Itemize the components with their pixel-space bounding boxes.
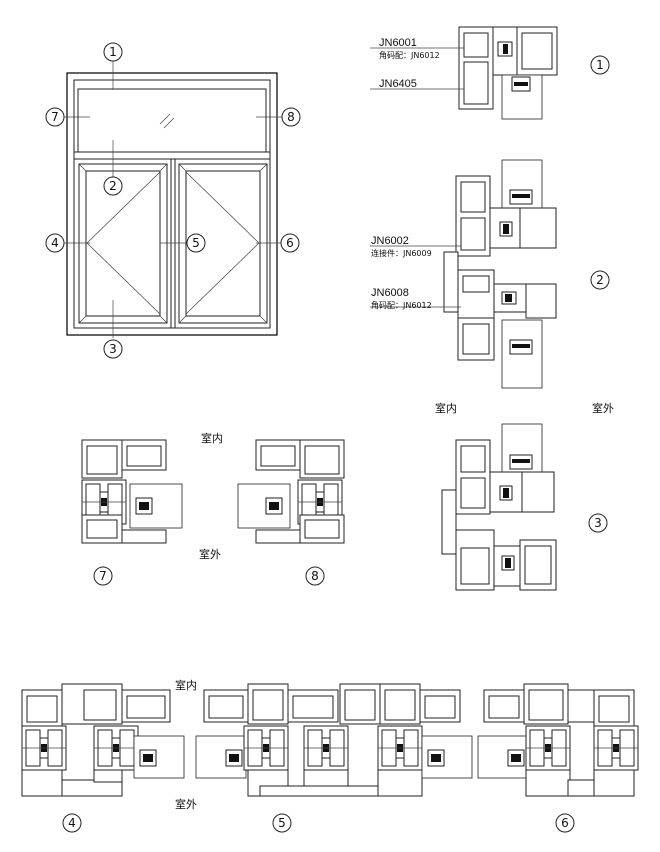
marker-6-section: 6	[555, 813, 575, 833]
marker-1-section: 1	[590, 55, 610, 75]
svg-text:8: 8	[287, 110, 295, 124]
svg-text:1: 1	[109, 45, 117, 59]
label-jn6008-sub: 角码配：JN6012	[371, 300, 432, 310]
svg-text:6: 6	[561, 816, 569, 830]
svg-text:5: 5	[192, 236, 200, 250]
label-jn6405: JN6405	[379, 78, 417, 90]
marker-6-elev: 6	[280, 233, 300, 253]
window-elevation	[63, 60, 282, 338]
section-5	[195, 683, 473, 797]
marker-7-elev: 7	[45, 107, 65, 127]
label-jn6008: JN6008	[371, 287, 409, 299]
svg-text:4: 4	[68, 816, 76, 830]
label-jn6002-sub: 连接件：JN6009	[371, 248, 432, 258]
section-7	[81, 439, 183, 544]
marker-8-elev: 8	[281, 107, 301, 127]
svg-text:3: 3	[109, 342, 117, 356]
outer-frame	[66, 72, 278, 336]
section-2	[370, 159, 557, 389]
marker-4-section: 4	[62, 813, 82, 833]
section-8	[237, 439, 345, 544]
label-indoor-s78: 室内	[201, 431, 223, 445]
marker-1-elev: 1	[103, 42, 123, 62]
svg-text:3: 3	[594, 516, 602, 530]
section-4	[21, 683, 185, 797]
right-sash	[178, 163, 268, 324]
marker-8-section: 8	[305, 566, 325, 586]
section-6	[477, 683, 639, 797]
svg-text:7: 7	[99, 569, 107, 583]
marker-5-section: 5	[272, 813, 292, 833]
label-outdoor-s456: 室外	[175, 797, 197, 811]
marker-3-elev: 3	[103, 339, 123, 359]
marker-7-section: 7	[93, 566, 113, 586]
svg-text:1: 1	[596, 58, 604, 72]
label-outdoor-s78: 室外	[199, 547, 221, 561]
section-1	[370, 26, 558, 120]
label-indoor-s456: 室内	[175, 678, 197, 692]
svg-text:6: 6	[286, 236, 294, 250]
transom-glass	[77, 88, 267, 153]
label-jn6002: JN6002	[371, 235, 409, 247]
label-indoor-s2: 室内	[435, 401, 457, 415]
svg-text:5: 5	[278, 816, 286, 830]
left-sash	[78, 163, 168, 324]
marker-2-section: 2	[590, 270, 610, 290]
svg-text:7: 7	[51, 110, 59, 124]
marker-2-elev: 2	[103, 176, 123, 196]
marker-4-elev: 4	[45, 233, 65, 253]
label-jn6001-sub: 角码配：JN6012	[379, 50, 440, 60]
svg-text:8: 8	[311, 569, 319, 583]
label-jn6001: JN6001	[379, 37, 417, 49]
label-outdoor-s2: 室外	[592, 401, 614, 415]
marker-3-section: 3	[588, 513, 608, 533]
svg-text:2: 2	[596, 273, 604, 287]
section-3	[441, 423, 557, 591]
svg-text:4: 4	[51, 236, 59, 250]
svg-text:2: 2	[109, 179, 117, 193]
marker-5-elev: 5	[186, 233, 206, 253]
